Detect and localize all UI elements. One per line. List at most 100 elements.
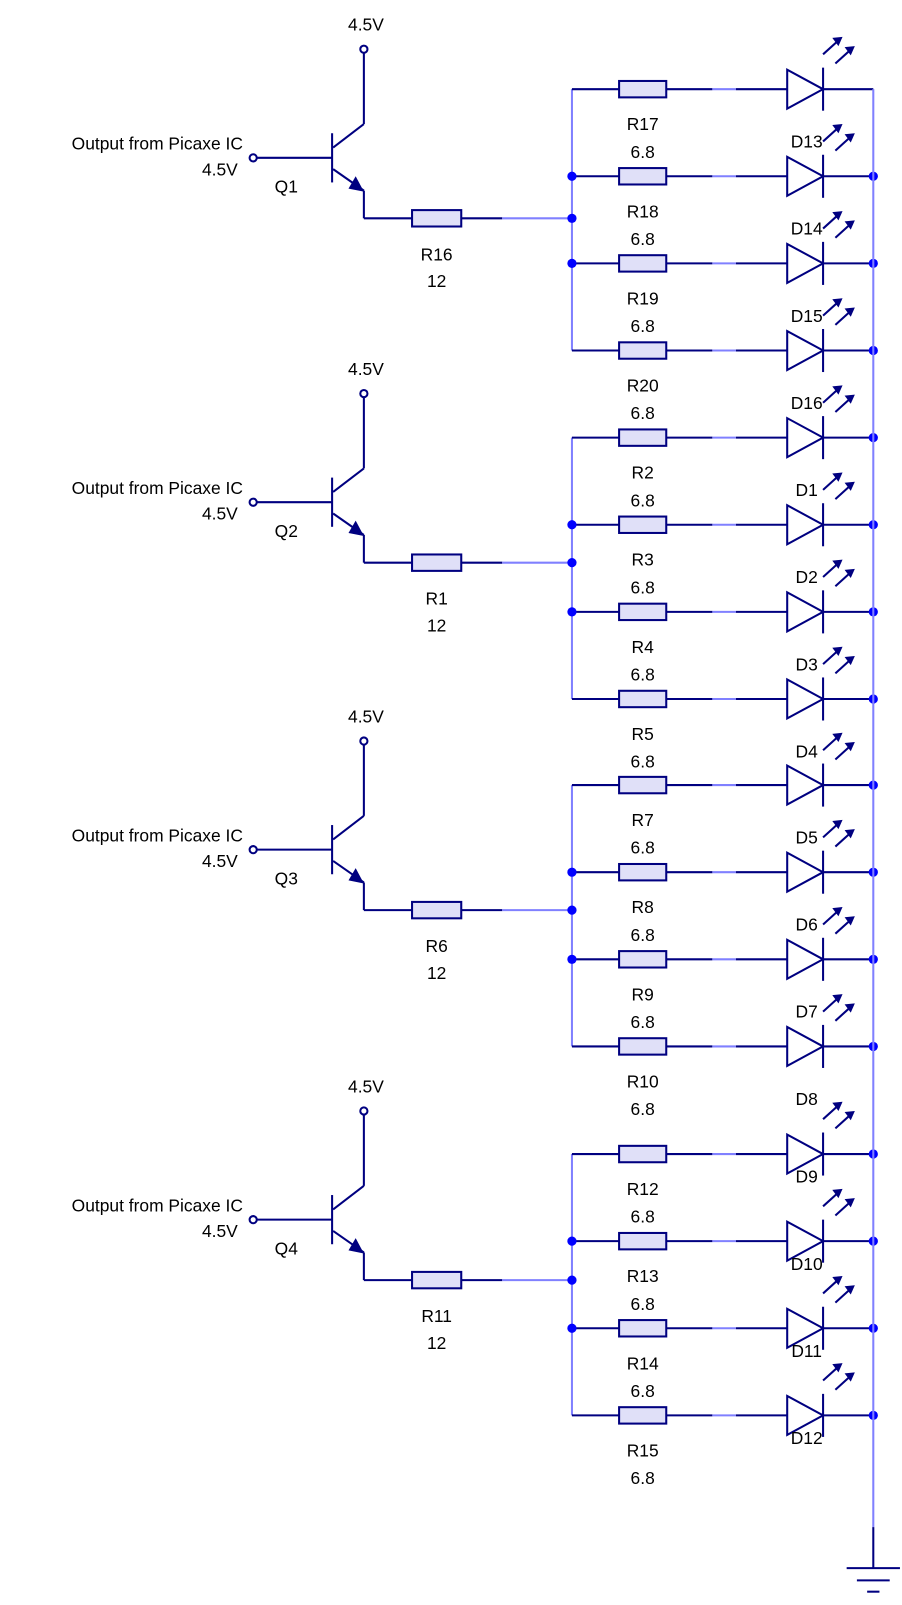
terminal-icon xyxy=(359,388,369,399)
terminal-icon xyxy=(359,1106,369,1116)
diode-label: D1 xyxy=(796,480,818,500)
diode-triangle xyxy=(786,590,826,634)
diode-label: D12 xyxy=(791,1428,823,1448)
diode-label: D9 xyxy=(796,1167,818,1187)
diode-triangle xyxy=(786,1394,826,1437)
resistor-name-label: R3 xyxy=(632,550,654,570)
resistor-icon xyxy=(618,1231,668,1251)
light-arrow-icon xyxy=(832,1101,843,1111)
supply-voltage-label: 4.5V xyxy=(348,1077,384,1097)
diode-triangle xyxy=(786,1132,826,1176)
resistor-value-label: 6.8 xyxy=(631,1207,655,1227)
junction-dot xyxy=(567,520,577,530)
resistor-icon xyxy=(618,1037,668,1056)
collector-lead xyxy=(332,123,365,149)
light-arrow-icon xyxy=(844,394,855,404)
supply-voltage-label: 4.5V xyxy=(348,707,384,727)
light-arrow-icon xyxy=(832,1188,843,1199)
transistor-label: Q2 xyxy=(275,521,298,541)
led-branch: R56.8D4 xyxy=(571,646,878,772)
light-arrow-icon xyxy=(844,46,855,56)
junction-dot xyxy=(567,1275,577,1285)
transistor-label: Q3 xyxy=(275,868,298,888)
diode-label: D8 xyxy=(796,1089,818,1109)
resistor-icon xyxy=(411,900,463,920)
led-icon xyxy=(786,472,855,547)
resistor-name-label: R2 xyxy=(632,463,654,483)
input-voltage-label: 4.5V xyxy=(202,159,238,179)
resistor-icon xyxy=(618,950,668,969)
driver-block-2: Output from Picaxe IC4.5V4.5VQ2R112R26.8… xyxy=(72,359,878,772)
resistor-value-label: 6.8 xyxy=(631,1468,655,1488)
resistor-value-label: 6.8 xyxy=(631,490,655,510)
led-icon xyxy=(786,907,855,981)
resistor-name-label: R4 xyxy=(632,637,655,657)
light-arrow-icon xyxy=(832,211,843,221)
resistor-icon xyxy=(411,553,463,572)
light-arrow-icon xyxy=(832,559,843,569)
driver-block-3: Output from Picaxe IC4.5V4.5VQ3R612R76.8… xyxy=(72,707,878,1119)
resistor-icon xyxy=(618,1319,668,1338)
led-icon xyxy=(786,298,855,373)
resistor-value-label: 6.8 xyxy=(631,1294,655,1314)
diode-label: D5 xyxy=(796,827,818,847)
resistor-value-label: 6.8 xyxy=(631,1012,655,1032)
resistor-name-label: R1 xyxy=(426,589,448,609)
resistor-name-label: R9 xyxy=(632,984,654,1004)
junction-dot xyxy=(567,258,577,269)
light-arrow-icon xyxy=(844,1198,855,1208)
collector-lead xyxy=(332,1185,365,1211)
light-arrow-icon xyxy=(844,481,855,491)
resistor-name-label: R12 xyxy=(627,1179,659,1199)
resistor-icon xyxy=(618,1406,668,1425)
light-arrow-icon xyxy=(844,133,855,143)
diode-triangle xyxy=(786,763,826,807)
diode-label: D3 xyxy=(796,654,818,674)
emitter-arrow-icon xyxy=(348,1238,364,1254)
npn-transistor-icon xyxy=(331,53,365,192)
resistor-name-label: R8 xyxy=(632,897,654,917)
diode-triangle xyxy=(786,329,826,372)
resistor-icon xyxy=(618,602,668,622)
junction-dot xyxy=(567,558,577,568)
resistor-icon xyxy=(618,515,668,534)
diode-label: D6 xyxy=(796,915,818,935)
light-arrow-icon xyxy=(832,124,843,134)
diode-label: D4 xyxy=(796,741,819,761)
led-branch: R8 6.8 D6 xyxy=(567,819,878,945)
terminal-icon xyxy=(359,736,369,746)
junction-dot xyxy=(567,171,577,181)
resistor-name-label: R7 xyxy=(632,810,654,830)
ground-icon xyxy=(846,1527,900,1593)
input-voltage-label: 4.5V xyxy=(202,1221,238,1241)
resistor-name-label: R14 xyxy=(627,1353,659,1373)
led-branch: R2 6.8 D1 xyxy=(571,385,878,510)
resistor-value-label: 6.8 xyxy=(631,1381,655,1401)
light-arrow-icon xyxy=(832,1276,843,1286)
diode-triangle xyxy=(786,242,826,285)
diode-label: D2 xyxy=(796,567,818,587)
supply-voltage-label: 4.5V xyxy=(348,359,384,379)
resistor-value-label: 6.8 xyxy=(631,142,655,162)
diode-label: D15 xyxy=(791,306,823,326)
resistor-value-label: 6.8 xyxy=(631,1099,655,1119)
light-arrow-icon xyxy=(844,220,855,230)
resistor-icon xyxy=(618,1144,668,1164)
resistor-name-label: R6 xyxy=(426,936,448,956)
input-label: Output from Picaxe IC xyxy=(72,825,243,845)
driver-block-1: Output from Picaxe IC4.5V4.5VQ1R1612R176… xyxy=(72,15,878,423)
led-icon xyxy=(786,385,855,460)
led-branch: R46.8D3 xyxy=(567,559,878,685)
diode-label: D14 xyxy=(791,219,823,239)
junction-dot xyxy=(567,954,577,964)
led-icon xyxy=(786,36,855,111)
led-icon xyxy=(786,1363,855,1437)
resistor-value-label: 6.8 xyxy=(631,925,655,945)
junction-dot xyxy=(567,1323,577,1333)
resistor-name-label: R16 xyxy=(421,244,453,264)
light-arrow-icon xyxy=(844,916,855,926)
terminal-icon xyxy=(248,497,258,507)
diode-triangle xyxy=(786,416,826,459)
input-voltage-label: 4.5V xyxy=(202,851,238,871)
